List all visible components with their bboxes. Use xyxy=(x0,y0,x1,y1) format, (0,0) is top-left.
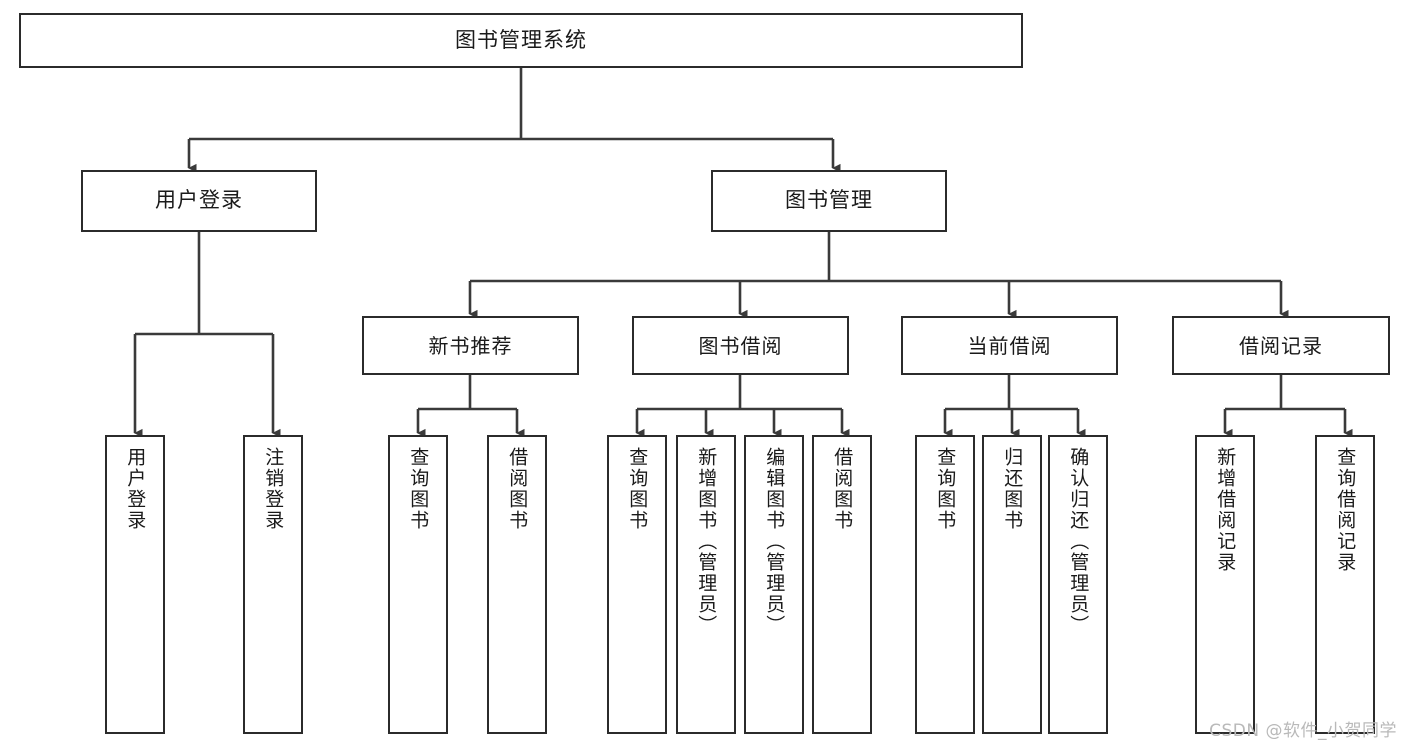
node-user-login-label: 用户登录 xyxy=(155,188,243,213)
leaf-label: 归还图书 xyxy=(1001,447,1024,531)
node-book-borrow-label: 图书借阅 xyxy=(698,333,783,358)
leaf-query-book-borrow[interactable]: 查询图书 xyxy=(607,435,667,734)
node-borrow-record-label: 借阅记录 xyxy=(1239,333,1323,358)
leaf-add-book-admin[interactable]: 新增图书（管理员） xyxy=(676,435,736,734)
leaf-label: 用户登录 xyxy=(124,447,147,531)
leaf-confirm-return-admin[interactable]: 确认归还（管理员） xyxy=(1048,435,1108,734)
node-new-book-recommend-label: 新书推荐 xyxy=(428,333,513,358)
leaf-add-borrow-record[interactable]: 新增借阅记录 xyxy=(1195,435,1255,734)
leaf-label: 注销登录 xyxy=(262,447,285,531)
leaf-user-login[interactable]: 用户登录 xyxy=(105,435,165,734)
leaf-borrow-book-recommend[interactable]: 借阅图书 xyxy=(487,435,547,734)
leaf-label: 查询图书 xyxy=(626,447,649,531)
leaf-label: 确认归还（管理员） xyxy=(1067,447,1090,636)
leaf-label: 借阅图书 xyxy=(506,447,529,531)
node-book-management-label: 图书管理 xyxy=(785,188,873,213)
leaf-query-borrow-record[interactable]: 查询借阅记录 xyxy=(1315,435,1375,734)
leaf-label: 新增借阅记录 xyxy=(1214,447,1237,573)
leaf-label: 查询图书 xyxy=(407,447,430,531)
node-root[interactable]: 图书管理系统 xyxy=(19,13,1023,68)
leaf-label: 查询借阅记录 xyxy=(1334,447,1357,573)
node-root-label: 图书管理系统 xyxy=(455,27,587,52)
leaf-label: 查询图书 xyxy=(934,447,957,531)
leaf-query-book-recommend[interactable]: 查询图书 xyxy=(388,435,448,734)
node-book-borrow[interactable]: 图书借阅 xyxy=(632,316,849,375)
node-new-book-recommend[interactable]: 新书推荐 xyxy=(362,316,579,375)
leaf-return-book[interactable]: 归还图书 xyxy=(982,435,1042,734)
watermark: CSDN @软件_小贺同学 xyxy=(1209,721,1397,741)
node-current-borrow-label: 当前借阅 xyxy=(967,333,1052,358)
leaf-label: 借阅图书 xyxy=(831,447,854,531)
leaf-logout[interactable]: 注销登录 xyxy=(243,435,303,734)
node-current-borrow[interactable]: 当前借阅 xyxy=(901,316,1118,375)
leaf-edit-book-admin[interactable]: 编辑图书（管理员） xyxy=(744,435,804,734)
node-user-login[interactable]: 用户登录 xyxy=(81,170,317,232)
leaf-label: 编辑图书（管理员） xyxy=(763,447,786,636)
leaf-label: 新增图书（管理员） xyxy=(695,447,718,636)
leaf-borrow-book[interactable]: 借阅图书 xyxy=(812,435,872,734)
leaf-query-book-current[interactable]: 查询图书 xyxy=(915,435,975,734)
node-book-management[interactable]: 图书管理 xyxy=(711,170,947,232)
node-borrow-record[interactable]: 借阅记录 xyxy=(1172,316,1390,375)
